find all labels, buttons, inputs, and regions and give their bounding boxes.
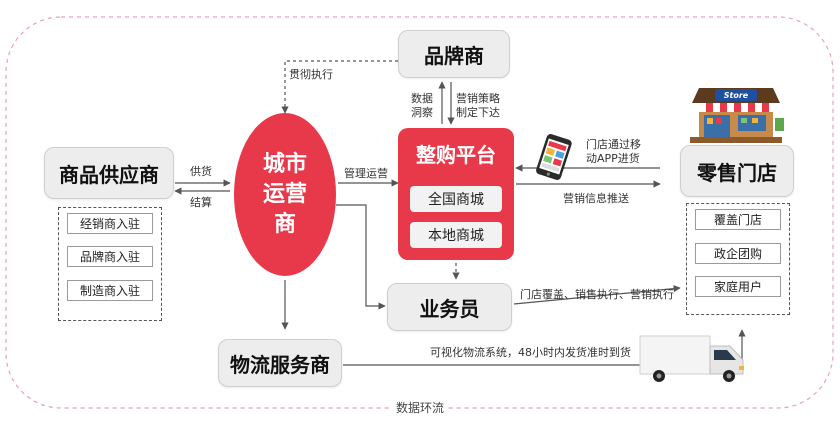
truck-icon (639, 335, 744, 382)
supplier-item: 经销商入驻 (67, 213, 153, 234)
platform-item-national: 全国商城 (410, 186, 502, 212)
logistics-node: 物流服务商 (218, 339, 342, 387)
label-supply: 供货 (190, 165, 212, 178)
label-implement: 贯彻执行 (289, 68, 333, 81)
retail-sub-group (686, 203, 790, 315)
city-operator-node: 城市 运营 商 (234, 113, 336, 276)
label-logistics-line: 可视化物流系统，48小时内发货准时到货 (430, 346, 631, 359)
supplier-node: 商品供应商 (44, 147, 174, 199)
supplier-item: 制造商入驻 (67, 280, 153, 301)
retail-node: 零售门店 (680, 145, 794, 197)
label-settle: 结算 (190, 196, 212, 209)
label-data-insight: 数据 洞察 (411, 92, 433, 119)
label-manage-ops: 管理运营 (344, 167, 388, 180)
label-data-loop: 数据环流 (392, 401, 449, 415)
label-marketing-strategy: 营销策略 制定下达 (456, 92, 500, 119)
label-store-app: 门店通过移 动APP进货 (586, 138, 641, 165)
store-sign-text: Store (723, 90, 749, 100)
label-salesman-tasks: 门店覆盖、销售执行、营销执行 (520, 288, 674, 301)
retail-item: 家庭用户 (695, 276, 781, 297)
supplier-sub-group (58, 207, 162, 321)
retail-item: 覆盖门店 (695, 209, 781, 230)
platform-item-local: 本地商城 (410, 222, 502, 248)
city-operator-label: 城市 运营 商 (262, 151, 307, 237)
phone-app-icon (536, 134, 572, 180)
store-sign-bg (715, 89, 757, 101)
brand-node: 品牌商 (398, 30, 510, 78)
salesman-node: 业务员 (387, 283, 512, 331)
supplier-item: 品牌商入驻 (67, 246, 153, 267)
city-to-salesman-arrow (336, 204, 386, 310)
label-marketing-push: 营销信息推送 (563, 192, 629, 205)
platform-title: 整购平台 (416, 143, 496, 167)
salesman-to-retail-arrow (513, 285, 681, 305)
retail-item: 政企团购 (695, 243, 781, 264)
implement-arrow (281, 60, 398, 114)
